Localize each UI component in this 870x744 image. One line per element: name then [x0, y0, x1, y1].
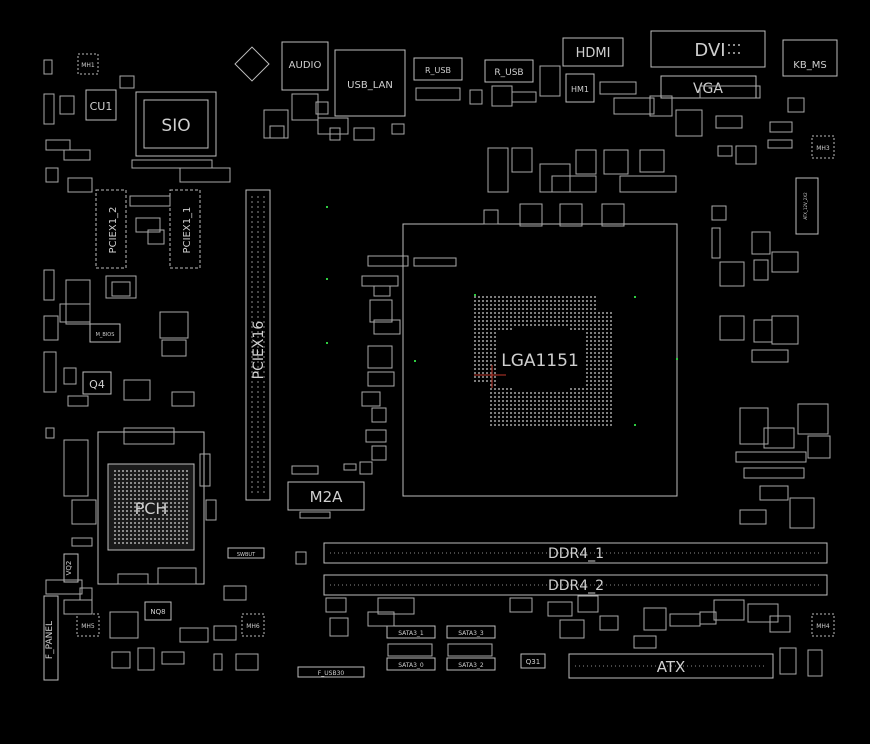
sata3-1-label: SATA3_1 — [398, 630, 424, 637]
pciex1-2-label: PCIEX1_2 — [108, 207, 119, 254]
port-sata3-3: SATA3_3 — [446, 625, 496, 639]
bios-label: M_BIOS — [96, 332, 115, 338]
vq2-label: VQ2 — [65, 561, 73, 576]
ddr4-1-label: DDR4_1 — [548, 546, 604, 562]
slot-ddr4-2: DDR4_2 — [323, 574, 828, 596]
io-dvi: DVI — [650, 30, 766, 68]
mounting-hole-mh3: MH3 — [811, 135, 835, 159]
sata3-3-label: SATA3_3 — [458, 630, 484, 637]
chip-sio: SIO — [135, 91, 217, 157]
slot-m2a: M2A — [287, 481, 365, 511]
small-components — [43, 59, 831, 677]
slot-pciex1-1: PCIEX1_1 — [169, 189, 201, 269]
io-kb-ms: KB_MS — [782, 39, 838, 77]
hm1-label: HM1 — [571, 85, 589, 94]
sata3-2-label: SATA3_2 — [458, 662, 484, 669]
chip-pch: PCH — [97, 431, 205, 585]
io-r-usb30: R_USB — [413, 57, 463, 81]
io-hdmi: HDMI — [562, 37, 624, 67]
slot-ddr4-1: DDR4_1 — [323, 542, 828, 564]
chip-cu1: CU1 — [85, 89, 117, 121]
m2a-label: M2A — [310, 488, 343, 506]
io-r-usb: R_USB — [484, 59, 534, 83]
mounting-hole-mh5: MH5 — [76, 613, 100, 637]
sio-label: SIO — [161, 116, 190, 136]
pciex1-1-label: PCIEX1_1 — [182, 207, 193, 254]
header-f-panel: F_PANEL — [43, 595, 59, 681]
slot-pciex16: PCIEX16 — [245, 189, 271, 501]
atx-12v-label: ATX_12V_2X2 — [803, 192, 808, 220]
mh4-label: MH4 — [816, 623, 830, 630]
transistor-nq8: NQ8 — [144, 601, 172, 621]
swbut-label: SWBUT — [237, 552, 256, 558]
port-sata3-2: SATA3_2 — [446, 657, 496, 671]
q31-label: Q31 — [526, 658, 540, 666]
swbut-header: SWBUT — [227, 547, 265, 559]
kb-ms-label: KB_MS — [793, 60, 826, 71]
power-atx-12v: ATX_12V_2X2 — [795, 177, 819, 235]
pciex16-label: PCIEX16 — [251, 321, 267, 380]
hdmi-label: HDMI — [576, 46, 611, 61]
pch-label: PCH — [135, 499, 168, 518]
mh6-label: MH6 — [246, 623, 260, 630]
sata3-0-label: SATA3_0 — [398, 662, 424, 669]
mounting-hole-mh6: MH6 — [241, 613, 265, 637]
r-usb-top-label: R_USB — [425, 66, 451, 75]
lga1151-label: LGA1151 — [501, 351, 579, 371]
transistor-vq2: VQ2 — [63, 553, 79, 583]
mh3-label: MH3 — [816, 145, 830, 152]
r-usb-label: R_USB — [494, 68, 523, 78]
atx-label: ATX — [657, 658, 686, 676]
mounting-hole-mh4: MH4 — [811, 613, 835, 637]
f-panel-label: F_PANEL — [45, 621, 55, 659]
dvi-label: DVI — [694, 40, 725, 61]
transistor-q4: Q4 — [82, 371, 112, 395]
ddr4-2-label: DDR4_2 — [548, 578, 604, 594]
power-atx: ATX — [568, 653, 774, 679]
bios-chip: M_BIOS — [89, 323, 121, 343]
mounting-hole-mh2 — [234, 46, 270, 82]
hm1-chip: HM1 — [565, 73, 595, 103]
transistor-q31: Q31 — [520, 653, 546, 669]
mh5-label: MH5 — [81, 623, 95, 630]
mounting-hole-mh1: MH1 — [77, 53, 99, 75]
via-dots — [326, 206, 678, 426]
io-vga: VGA — [660, 75, 757, 99]
cpu-socket-lga1151: LGA1151 — [402, 223, 678, 497]
f-usb30-label: F_USB30 — [318, 670, 345, 677]
io-usb-lan: USB_LAN — [334, 49, 406, 117]
audio-label: AUDIO — [289, 60, 322, 71]
nq8-label: NQ8 — [150, 608, 165, 616]
port-sata3-0: SATA3_0 — [386, 657, 436, 671]
q4-label: Q4 — [89, 378, 105, 391]
mh1-label: MH1 — [81, 62, 95, 69]
io-audio: AUDIO — [281, 41, 329, 91]
header-f-usb30: F_USB30 — [297, 666, 365, 678]
usb-lan-label: USB_LAN — [347, 80, 393, 91]
pch-ball-grid — [114, 470, 188, 544]
port-sata3-1: SATA3_1 — [386, 625, 436, 639]
slot-pciex1-2: PCIEX1_2 — [95, 189, 127, 269]
vga-label: VGA — [693, 81, 723, 97]
cu1-label: CU1 — [90, 100, 113, 113]
